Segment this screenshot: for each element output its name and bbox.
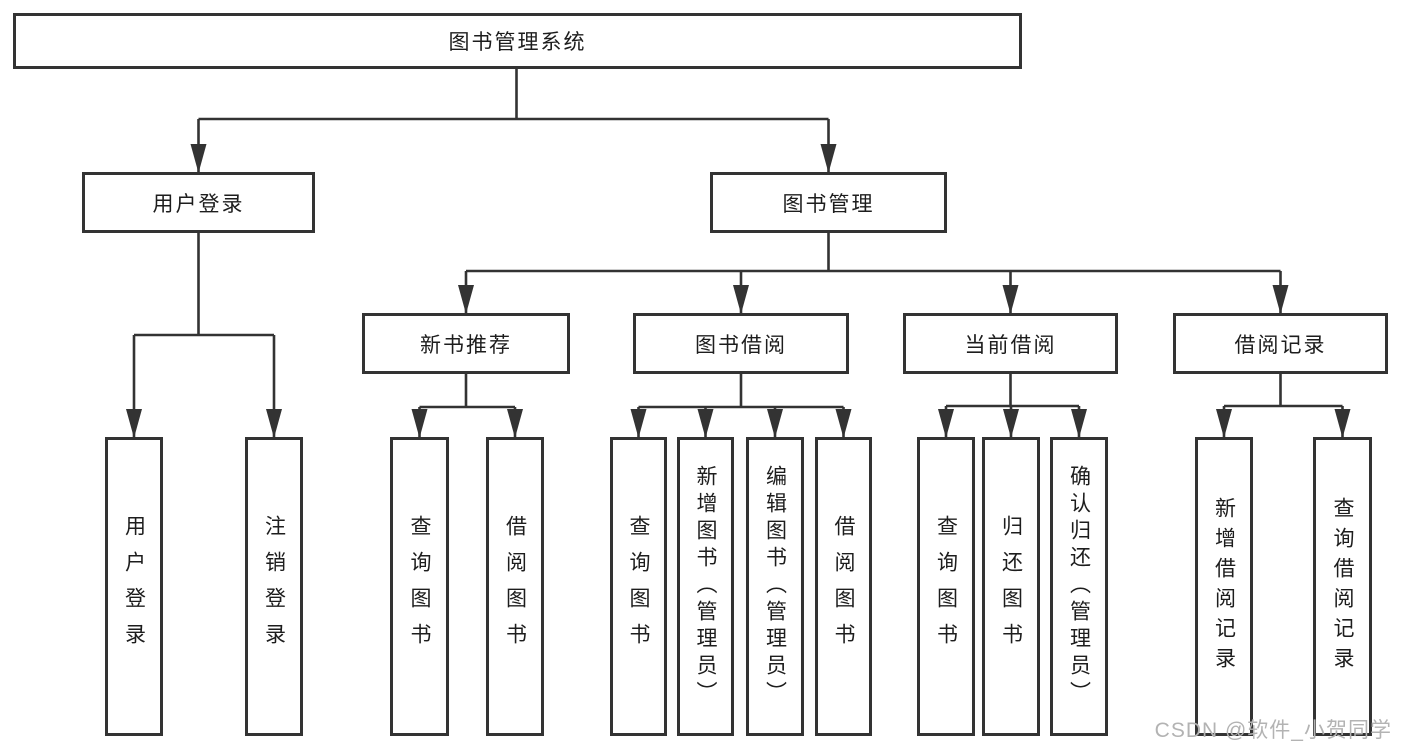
leaf-add-book-admin: 新增图书（管理员） bbox=[677, 437, 734, 736]
leaf-return-books-label: 归还图书 bbox=[999, 514, 1023, 659]
leaf-query-borrow-record-label: 查询借阅记录 bbox=[1331, 496, 1354, 677]
leaf-confirm-return-admin-label: 确认归还（管理员） bbox=[1067, 465, 1091, 708]
leaf-return-books: 归还图书 bbox=[982, 437, 1040, 736]
leaf-logout-label: 注销登录 bbox=[262, 514, 286, 659]
leaf-query-books-2: 查询图书 bbox=[610, 437, 667, 736]
leaf-query-books-1-label: 查询图书 bbox=[408, 514, 431, 659]
leaf-query-books-3: 查询图书 bbox=[917, 437, 975, 736]
leaf-borrow-books-2: 借阅图书 bbox=[815, 437, 872, 736]
leaf-query-books-1: 查询图书 bbox=[390, 437, 449, 736]
leaf-user-login-label: 用户登录 bbox=[122, 514, 146, 659]
leaf-query-borrow-record: 查询借阅记录 bbox=[1313, 437, 1372, 736]
leaf-add-borrow-record: 新增借阅记录 bbox=[1195, 437, 1253, 736]
node-borrow-records: 借阅记录 bbox=[1173, 313, 1388, 374]
leaf-borrow-books-2-label: 借阅图书 bbox=[832, 514, 855, 659]
node-user-login: 用户登录 bbox=[82, 172, 315, 233]
leaf-add-book-admin-label: 新增图书（管理员） bbox=[694, 465, 717, 708]
leaf-logout: 注销登录 bbox=[245, 437, 303, 736]
leaf-borrow-books-1: 借阅图书 bbox=[486, 437, 544, 736]
leaf-query-books-3-label: 查询图书 bbox=[934, 514, 958, 659]
watermark: CSDN @软件_小贺同学 bbox=[1154, 719, 1392, 742]
leaf-query-books-2-label: 查询图书 bbox=[627, 514, 650, 659]
leaf-add-borrow-record-label: 新增借阅记录 bbox=[1212, 496, 1236, 677]
node-root: 图书管理系统 bbox=[13, 13, 1022, 69]
node-book-management: 图书管理 bbox=[710, 172, 947, 233]
leaf-confirm-return-admin: 确认归还（管理员） bbox=[1050, 437, 1108, 736]
leaf-user-login: 用户登录 bbox=[105, 437, 163, 736]
node-current-borrow: 当前借阅 bbox=[903, 313, 1118, 374]
leaf-edit-book-admin: 编辑图书（管理员） bbox=[746, 437, 804, 736]
node-new-book-recommend: 新书推荐 bbox=[362, 313, 570, 374]
leaf-borrow-books-1-label: 借阅图书 bbox=[503, 514, 527, 659]
node-book-borrow: 图书借阅 bbox=[633, 313, 849, 374]
leaf-edit-book-admin-label: 编辑图书（管理员） bbox=[763, 465, 787, 708]
